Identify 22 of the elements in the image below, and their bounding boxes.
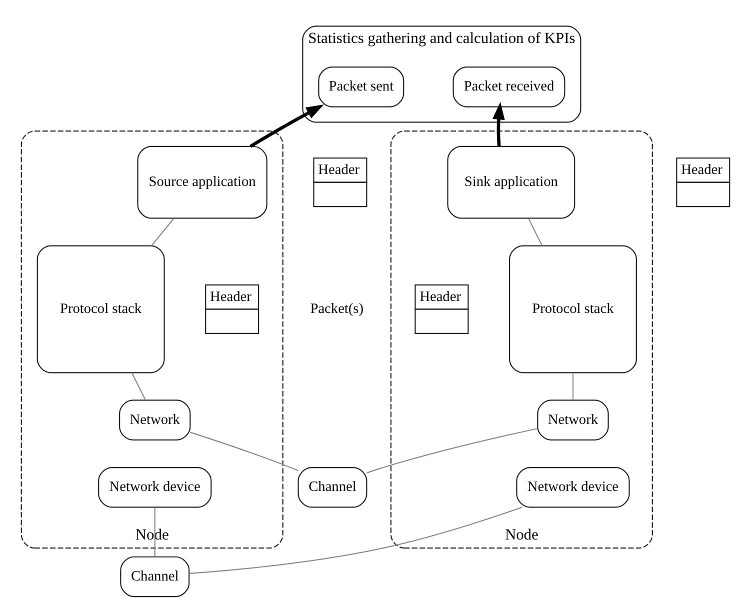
connector [151, 218, 174, 246]
connector [189, 506, 522, 574]
node-box: Sink application [447, 146, 576, 219]
node-box: Source application [137, 146, 268, 219]
connector [366, 428, 538, 474]
node-box: Channel [298, 466, 368, 508]
node-box: Network device [98, 466, 212, 508]
connector [528, 218, 543, 246]
connector [131, 372, 146, 400]
node-box: Channel [120, 556, 190, 598]
node-box: Protocol stack [508, 245, 637, 374]
label: Packet(s) [310, 300, 364, 317]
node-box: Packet sent [318, 66, 404, 108]
arrow [492, 102, 505, 146]
connector [154, 507, 156, 557]
connector [572, 372, 574, 400]
node-box: Network device [516, 466, 630, 508]
node-box: Packet received [452, 66, 566, 108]
node-box: Network [537, 400, 609, 440]
node-box: Network [119, 400, 191, 440]
connector [190, 432, 298, 472]
node-box: Protocol stack [36, 245, 165, 374]
